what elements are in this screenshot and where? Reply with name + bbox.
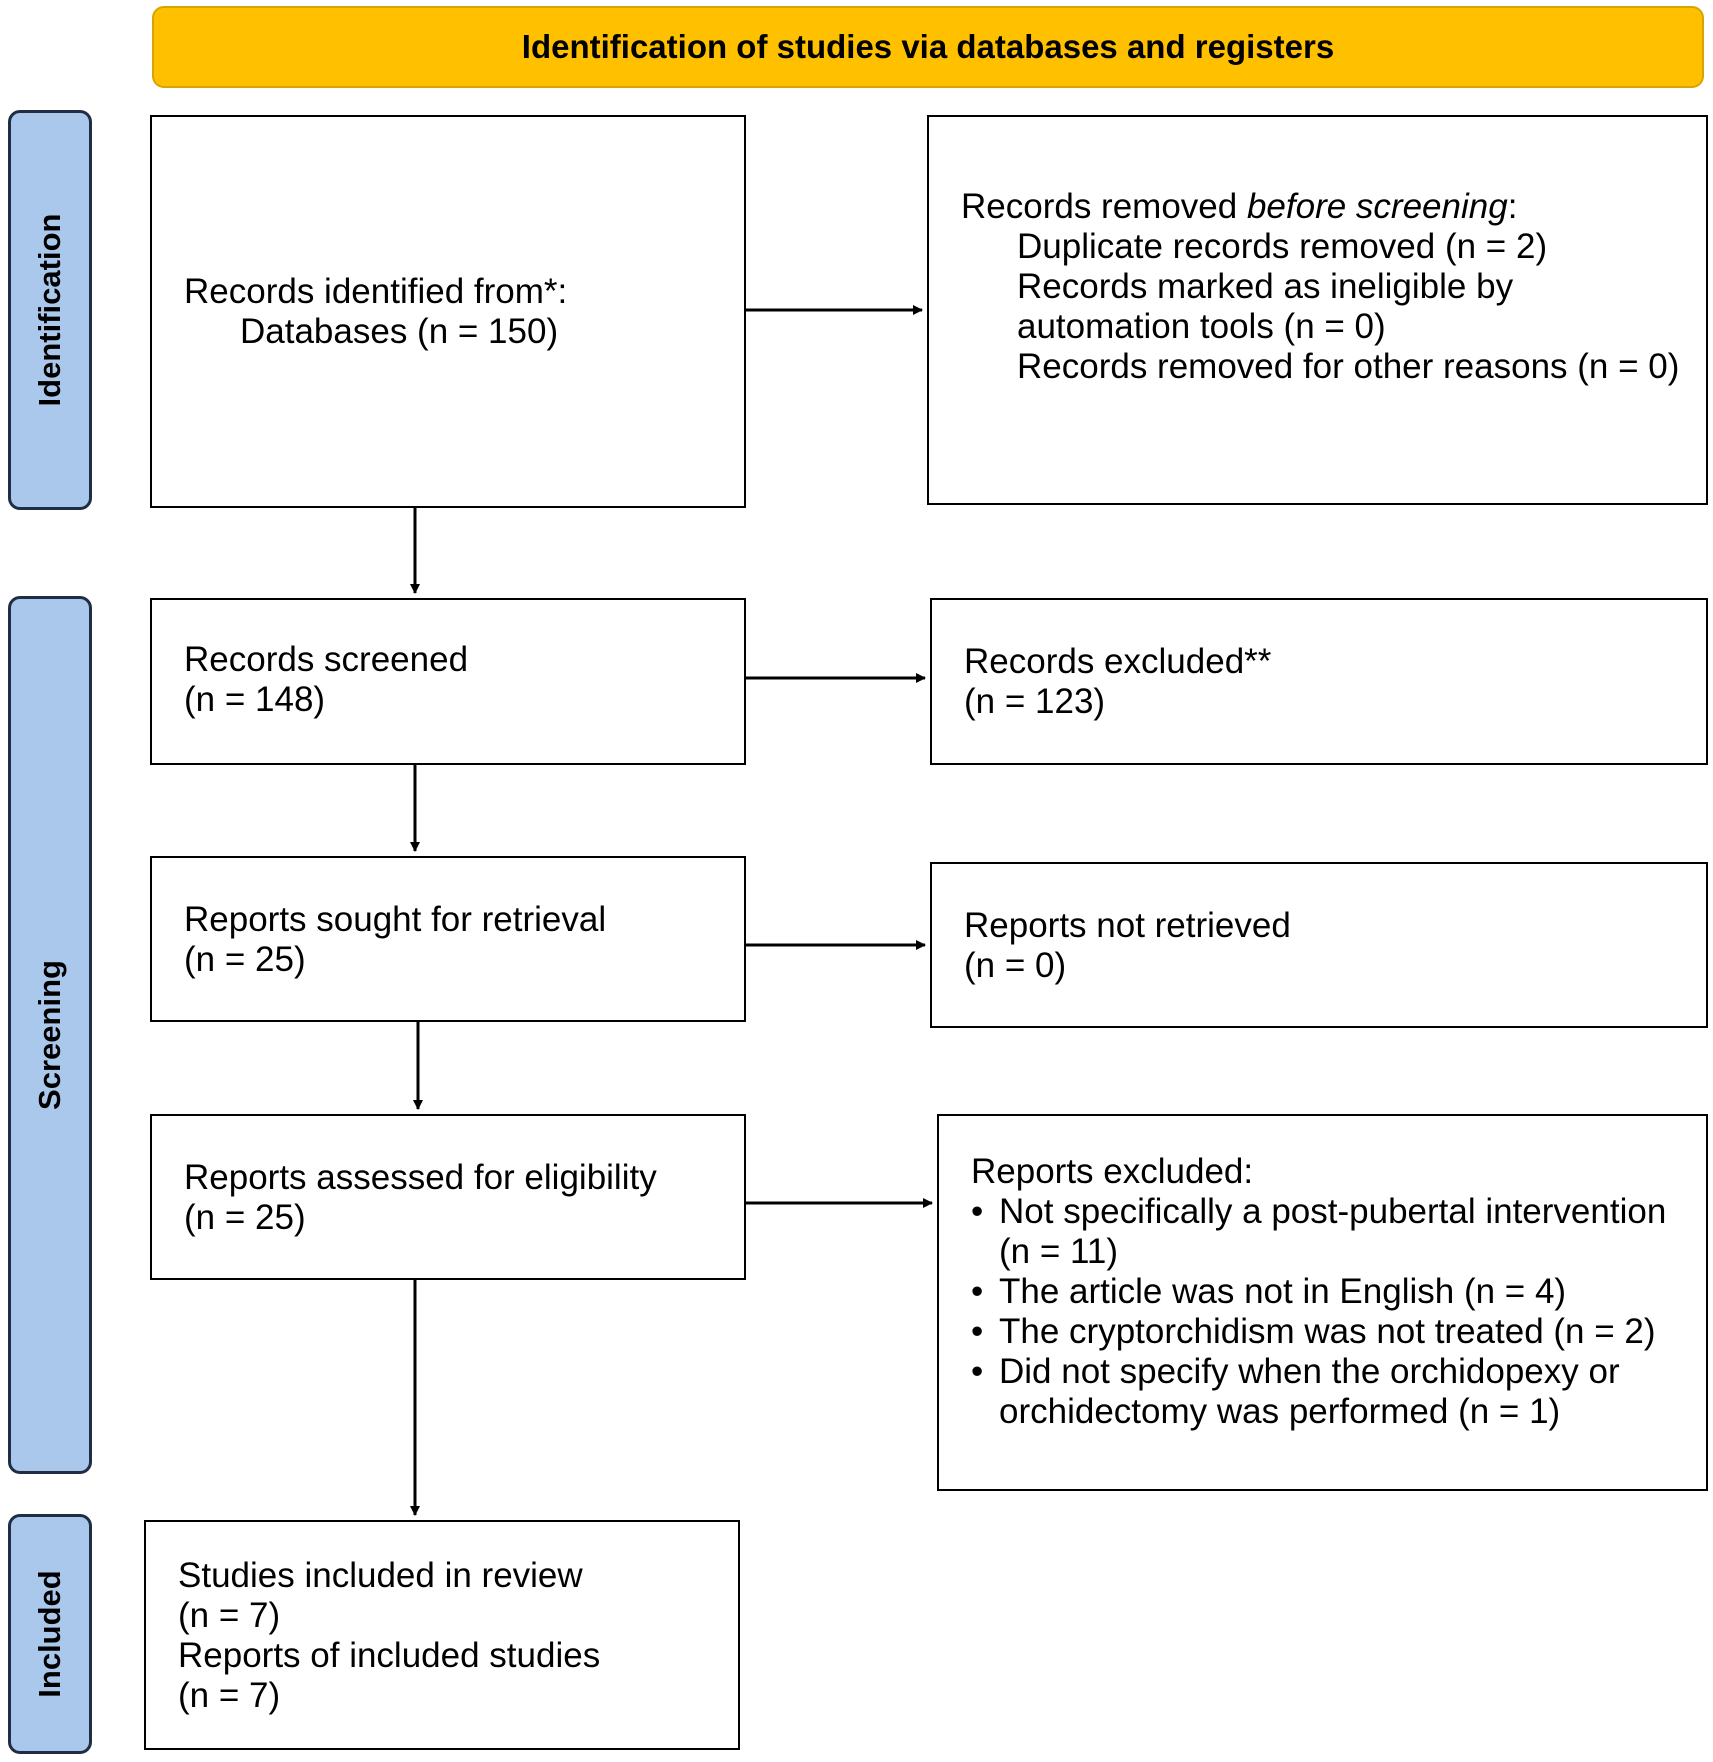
records-screened-label: Records screened [184, 640, 469, 679]
header-banner: Identification of studies via databases … [152, 6, 1704, 88]
reports-excluded-box: Reports excluded: Not specifically a pos… [937, 1114, 1708, 1491]
reports-assessed-label: Reports assessed for eligibility [184, 1158, 657, 1197]
ineligible-records: Records marked as ineligible by automati… [1017, 267, 1514, 346]
reports-excluded-heading: Reports excluded: [971, 1152, 1254, 1191]
reports-not-retrieved-label: Reports not retrieved [964, 906, 1291, 945]
records-identified-heading: Records identified from*: [184, 272, 568, 311]
exclusion-reason: The article was not in English (n = 4) [971, 1272, 1690, 1312]
records-excluded-count: (n = 123) [964, 682, 1106, 721]
records-removed-heading-emphasis: before screening [1246, 187, 1508, 226]
phase-included: Included [8, 1514, 92, 1754]
studies-included-box: Studies included in review (n = 7) Repor… [144, 1520, 740, 1750]
reports-included-count: (n = 7) [178, 1676, 281, 1715]
duplicate-records: Duplicate records removed (n = 2) [1017, 227, 1548, 266]
studies-included-count: (n = 7) [178, 1596, 281, 1635]
phase-identification: Identification [8, 110, 92, 510]
studies-included-label: Studies included in review [178, 1556, 583, 1595]
reports-assessed-box: Reports assessed for eligibility (n = 25… [150, 1114, 746, 1280]
phase-screening: Screening [8, 596, 92, 1474]
records-identified-box: Records identified from*: Databases (n =… [150, 115, 746, 508]
exclusion-reason: The cryptorchidism was not treated (n = … [971, 1312, 1690, 1352]
databases-count: Databases (n = 150) [240, 312, 559, 351]
records-removed-heading-suffix: : [1507, 187, 1518, 226]
records-removed-box: Records removed before screening: Duplic… [927, 115, 1708, 505]
reports-included-label: Reports of included studies [178, 1636, 601, 1675]
reports-assessed-count: (n = 25) [184, 1198, 306, 1237]
records-excluded-label: Records excluded** [964, 642, 1272, 681]
reports-sought-box: Reports sought for retrieval (n = 25) [150, 856, 746, 1022]
reports-not-retrieved-box: Reports not retrieved (n = 0) [930, 862, 1708, 1028]
header-title: Identification of studies via databases … [521, 28, 1335, 65]
reports-excluded-list: Not specifically a post-pubertal interve… [971, 1192, 1690, 1432]
reports-sought-label: Reports sought for retrieval [184, 900, 607, 939]
reports-not-retrieved-count: (n = 0) [964, 946, 1067, 985]
records-screened-count: (n = 148) [184, 680, 326, 719]
records-removed-heading-prefix: Records removed [961, 187, 1247, 226]
records-removed-heading: Records removed before screening: [961, 187, 1690, 227]
exclusion-reason: Not specifically a post-pubertal interve… [971, 1192, 1690, 1272]
other-removed-records: Records removed for other reasons (n = 0… [1017, 347, 1680, 386]
records-excluded-box: Records excluded** (n = 123) [930, 598, 1708, 765]
records-screened-box: Records screened (n = 148) [150, 598, 746, 765]
reports-sought-count: (n = 25) [184, 940, 306, 979]
exclusion-reason: Did not specify when the orchidopexy or … [971, 1352, 1690, 1432]
